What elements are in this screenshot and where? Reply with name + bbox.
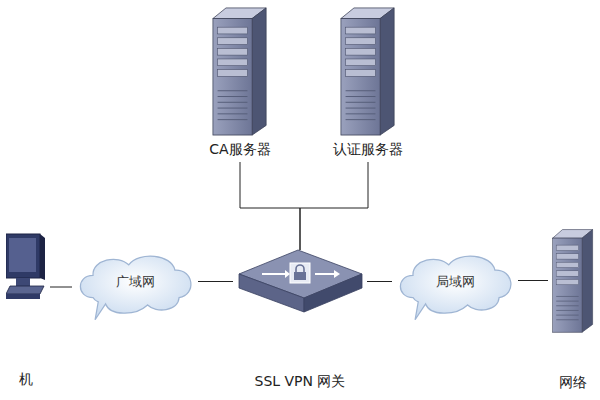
node-label: 局域网 [392,273,518,291]
server-icon [212,6,268,136]
ssl-vpn-gateway: SSL VPN 网关 [233,246,367,390]
network-link [198,281,233,282]
node-label: 机 [2,370,50,388]
lan-cloud: 局域网 [392,250,518,324]
server-icon [340,6,396,136]
network-link [240,162,300,250]
wan-cloud: 广域网 [72,250,198,324]
node-label: CA服务器 [187,140,293,158]
network-link [300,162,368,250]
pc-icon [6,232,46,302]
node-label: 广域网 [72,273,198,291]
node-label: 认证服务器 [315,140,421,158]
server-icon [552,228,594,333]
node-label: 网络 [548,373,598,391]
network-link [50,287,72,288]
ca-server: CA服务器 [187,6,293,158]
network-link [367,281,392,282]
network-server: 网络 [548,228,598,391]
gateway-icon [238,246,363,316]
network-link [518,280,548,281]
auth-server: 认证服务器 [315,6,421,158]
client-computer: 机 [2,232,50,388]
node-label: SSL VPN 网关 [233,372,367,390]
